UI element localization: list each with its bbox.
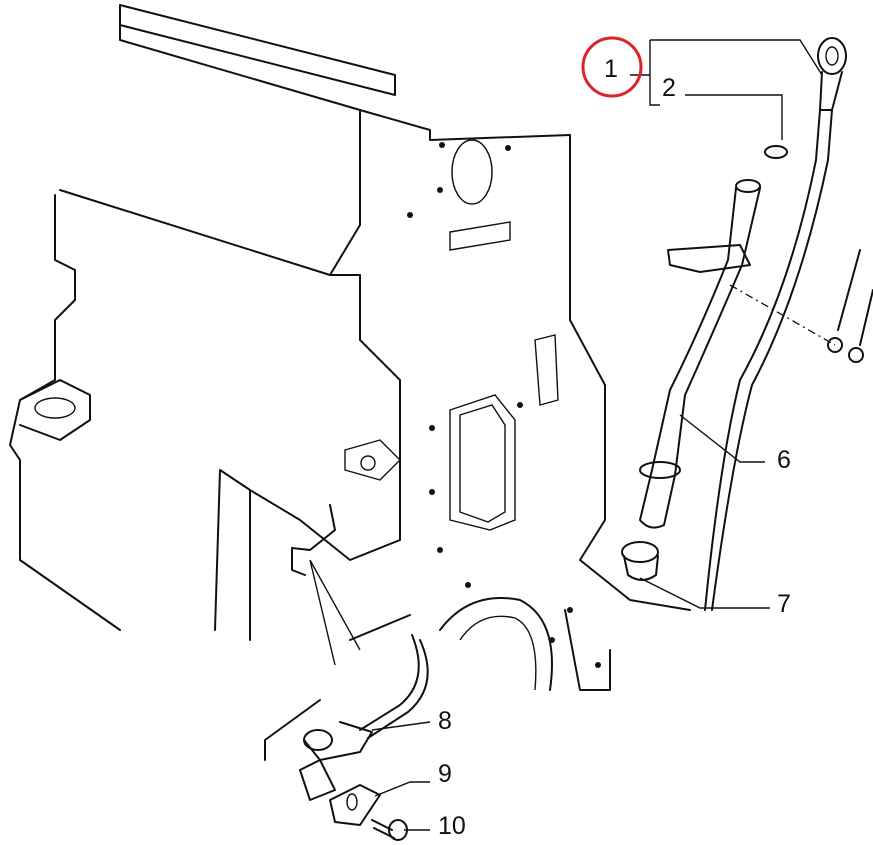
dipstick-tube (639, 179, 761, 529)
mounting-nuts (729, 249, 873, 363)
sensor-assembly (291, 504, 429, 841)
callout-1[interactable]: 1 (604, 55, 618, 83)
callout-6[interactable]: 6 (777, 446, 791, 474)
grommet (621, 541, 659, 581)
engine-block (9, 4, 691, 761)
callout-10[interactable]: 10 (438, 812, 466, 840)
callout-7[interactable]: 7 (777, 590, 791, 618)
o-ring (764, 145, 788, 159)
dipstick (704, 37, 847, 611)
callout-9[interactable]: 9 (438, 760, 452, 788)
callout-2[interactable]: 2 (662, 74, 676, 102)
highlight-circle (581, 36, 643, 98)
callout-8[interactable]: 8 (438, 707, 452, 735)
